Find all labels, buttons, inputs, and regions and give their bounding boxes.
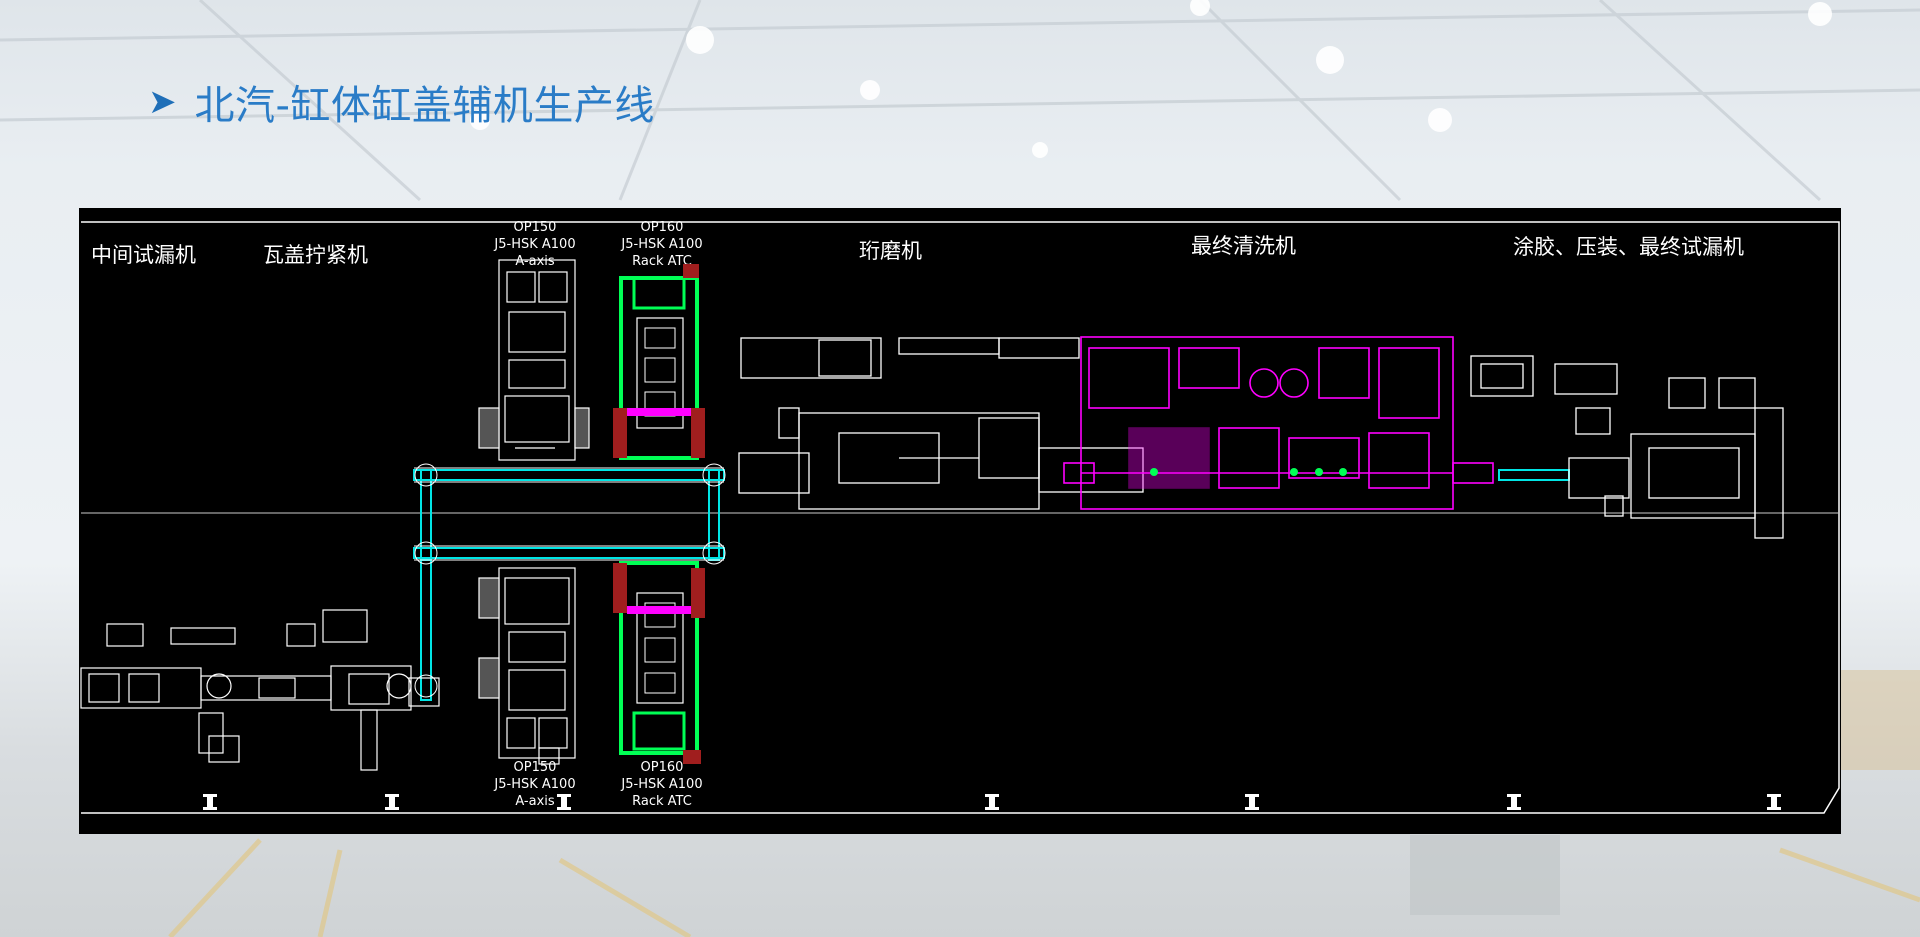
label-honing: 珩磨机: [859, 239, 922, 263]
cad-drawing: 中间试漏机 瓦盖拧紧机 珩磨机 最终清洗机 涂胶、压装、最终试漏机 OP150 …: [80, 220, 1840, 814]
conveyor-loop: [413, 469, 1570, 701]
op160-bottom-line3: Rack ATC: [632, 794, 692, 809]
label-glue-press-leak: 涂胶、压装、最终试漏机: [1513, 235, 1744, 259]
op160-top-machine: [613, 264, 705, 460]
column-markers: [203, 794, 1781, 810]
op150-bottom-line2: J5-HSK A100: [493, 777, 575, 792]
label-leak-test-mid: 中间试漏机: [91, 243, 196, 267]
honing-machine: [738, 337, 1144, 510]
drawing-frame: [81, 221, 1840, 814]
slide-title: ➤ 北汽-缸体缸盖辅机生产线: [148, 72, 655, 132]
op160-bottom-machine: [613, 561, 705, 764]
op150-top-line2: J5-HSK A100: [493, 237, 575, 252]
glue-press-leak-machine: [1470, 355, 1784, 539]
op160-top-line1: OP160: [641, 220, 684, 235]
slide-title-text: 北汽-缸体缸盖辅机生产线: [194, 83, 655, 129]
production-line-layout-drawing: 中间试漏机 瓦盖拧紧机 珩磨机 最终清洗机 涂胶、压装、最终试漏机 OP150 …: [79, 208, 1841, 834]
op160-bottom-line1: OP160: [641, 760, 684, 775]
label-final-wash: 最终清洗机: [1191, 234, 1296, 258]
leak-test-and-tightening-machines: [80, 609, 440, 771]
label-bearing-cap-tightening: 瓦盖拧紧机: [263, 243, 368, 267]
op160-top-line3: Rack ATC: [632, 254, 692, 269]
op150-top-line1: OP150: [514, 220, 557, 235]
bullet-arrow-icon: ➤: [148, 82, 177, 122]
wash-nozzles: [1150, 468, 1347, 476]
op160-bottom-line2: J5-HSK A100: [620, 777, 702, 792]
op150-bottom-machine: [478, 567, 576, 765]
op150-bottom-line1: OP150: [514, 760, 557, 775]
op150-top-line3: A-axis: [515, 254, 555, 269]
op150-top-machine: [478, 259, 590, 461]
final-wash-machine: [1063, 336, 1494, 510]
op150-bottom-line3: A-axis: [515, 794, 555, 809]
op160-top-line2: J5-HSK A100: [620, 237, 702, 252]
